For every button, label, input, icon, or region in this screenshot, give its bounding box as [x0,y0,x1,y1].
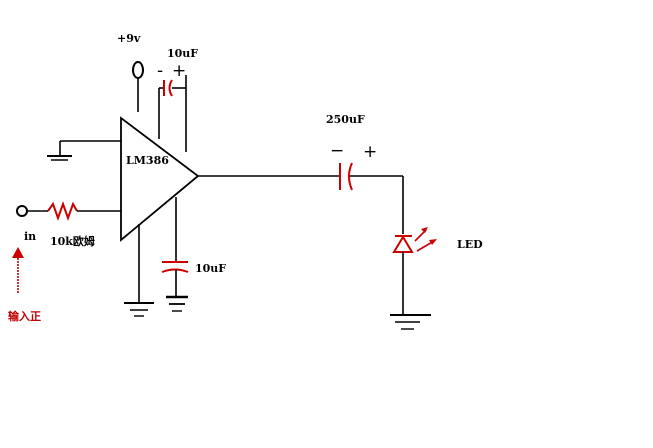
input-terminal [16,205,48,217]
top-capacitor [158,75,187,152]
led-ground [390,252,431,330]
lm386-amplifier [120,116,200,242]
led-symbol [392,227,437,253]
bottom-capacitor [161,197,189,312]
supply-terminal [132,61,144,112]
led-label: LED [457,238,483,251]
bottom-cap-label: 10uF [195,262,226,275]
top-cap-plus-sign: + [172,61,186,81]
output-capacitor [339,162,403,191]
input-resistor [47,201,78,221]
amp-label: LM386 [126,154,169,167]
output-cap-minus-sign: − [330,141,344,161]
bottom-left-ground [124,224,154,317]
output-cap-plus-sign: + [363,142,377,162]
top-cap-minus-sign: - [157,61,163,81]
output-cap-label: 250uF [326,113,365,126]
supply-label: +9v [117,32,141,45]
resistor-label: 10k欧姆 [50,234,95,248]
top-cap-label: 10uF [167,47,198,60]
input-label: in [24,230,36,243]
input-note: 输入正 [8,309,41,323]
input-arrow [12,247,24,294]
left-ground [47,140,121,161]
